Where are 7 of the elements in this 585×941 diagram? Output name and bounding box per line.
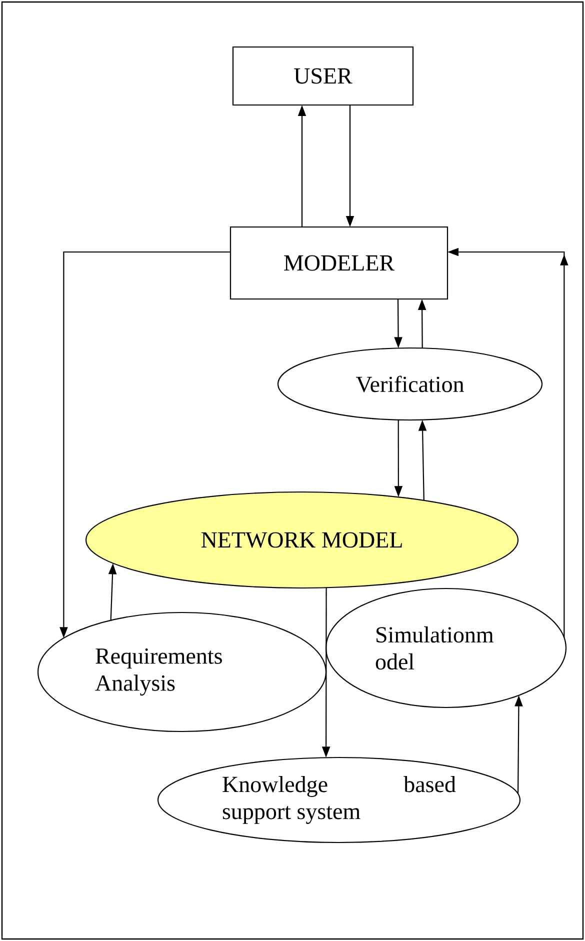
oval-node: Requirements Analysis [37,612,327,732]
oval-node: Verification [277,347,543,421]
process-box: USER [232,46,414,106]
oval-node: Simulationm odel [325,588,567,708]
oval-node: Knowledge based support system [157,756,521,844]
process-box: MODELER [230,226,448,300]
oval-node: NETWORK MODEL [85,491,519,589]
